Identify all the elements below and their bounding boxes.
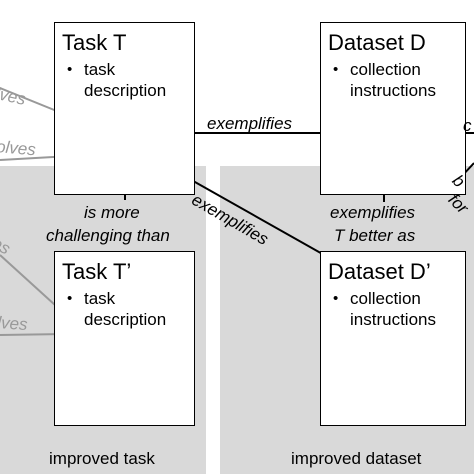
improved-dataset-caption: improved dataset bbox=[291, 449, 422, 468]
exemplifies-better-label-line2: T better as bbox=[334, 226, 416, 245]
right-edge-label-1: c bbox=[463, 116, 472, 135]
node-item: • collection instructions bbox=[328, 59, 459, 101]
exemplifies-better-label-line1: exemplifies bbox=[330, 203, 416, 222]
node-title: Dataset D’ bbox=[328, 259, 431, 284]
node-item: • task description bbox=[62, 59, 188, 101]
task-t-node: Task T • task description bbox=[54, 22, 195, 195]
improved-task-caption: improved task bbox=[49, 449, 155, 468]
exemplifies-top-label: exemplifies bbox=[207, 114, 293, 133]
solves-label-2: olves bbox=[0, 137, 37, 160]
node-item: • task description bbox=[62, 288, 188, 330]
is-more-label-line1: is more bbox=[84, 203, 140, 222]
bullet-icon: • bbox=[333, 61, 339, 78]
bullet-icon: • bbox=[333, 290, 339, 307]
dataset-d-node: Dataset D • collection instructions bbox=[320, 22, 466, 195]
bullet-icon: • bbox=[67, 290, 73, 307]
node-item-text: collection instructions bbox=[350, 289, 436, 329]
dataset-d-prime-node: Dataset D’ • collection instructions bbox=[320, 251, 466, 426]
solves-label-4: lves bbox=[0, 313, 29, 335]
exemplifies-diag-link bbox=[178, 172, 327, 257]
is-more-label-line2: challenging than bbox=[46, 226, 170, 245]
node-title: Task T’ bbox=[62, 259, 132, 284]
node-title: Dataset D bbox=[328, 30, 426, 55]
node-item-text: task description bbox=[84, 60, 167, 100]
node-item-text: task description bbox=[84, 289, 167, 329]
node-item-text: collection instructions bbox=[350, 60, 436, 100]
node-title: Task T bbox=[62, 30, 127, 55]
task-t-prime-node: Task T’ • task description bbox=[54, 251, 195, 426]
node-item: • collection instructions bbox=[328, 288, 459, 330]
bullet-icon: • bbox=[67, 61, 73, 78]
